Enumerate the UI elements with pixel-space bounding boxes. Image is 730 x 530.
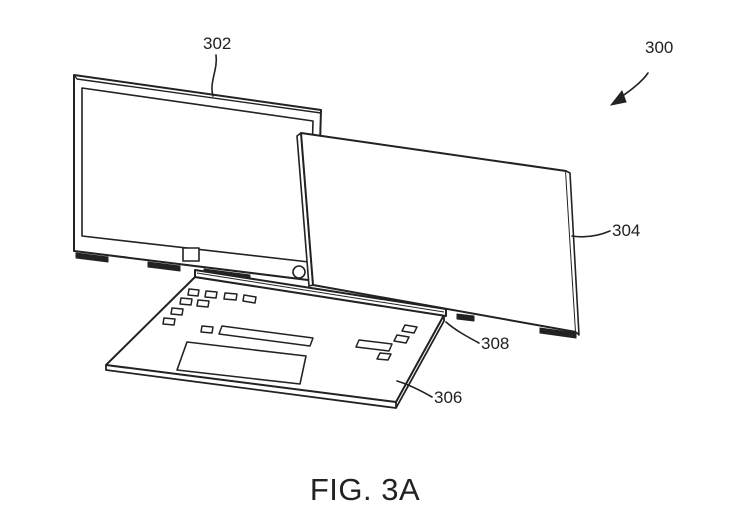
- hinge: [194, 269, 447, 317]
- arrowhead-300: [609, 89, 627, 106]
- leader-302: [211, 54, 218, 97]
- first-display: [73, 74, 322, 282]
- trackpad: [176, 341, 307, 385]
- first-display-foot-mid: [147, 261, 181, 272]
- ref-label-308: 308: [481, 334, 510, 353]
- second-display-foot-left: [456, 313, 475, 322]
- power-button-icon: [292, 265, 306, 279]
- key-cluster-left: [162, 288, 257, 334]
- ref-label-302: 302: [203, 34, 232, 53]
- touch-strip: [218, 325, 314, 347]
- leader-304: [571, 230, 611, 238]
- camera-icon: [182, 247, 200, 262]
- second-display: [296, 132, 580, 339]
- base-front-edge: [105, 365, 397, 409]
- leader-306: [396, 380, 433, 398]
- base-keyboard: [105, 276, 445, 409]
- leader-308: [445, 321, 480, 344]
- first-display-top-edge: [73, 74, 322, 114]
- second-display-foot-right: [539, 327, 577, 339]
- first-display-foot-left: [75, 252, 109, 263]
- figure-caption: FIG. 3A: [309, 472, 421, 507]
- leader-lines: [211, 54, 649, 398]
- ref-label-300: 300: [645, 38, 674, 57]
- ref-label-304: 304: [612, 221, 641, 240]
- ref-label-306: 306: [434, 388, 463, 407]
- base-right-edge: [395, 315, 445, 409]
- second-display-right-edge: [565, 170, 580, 336]
- hinge-inner-line: [196, 272, 445, 313]
- key-cluster-right: [355, 324, 418, 361]
